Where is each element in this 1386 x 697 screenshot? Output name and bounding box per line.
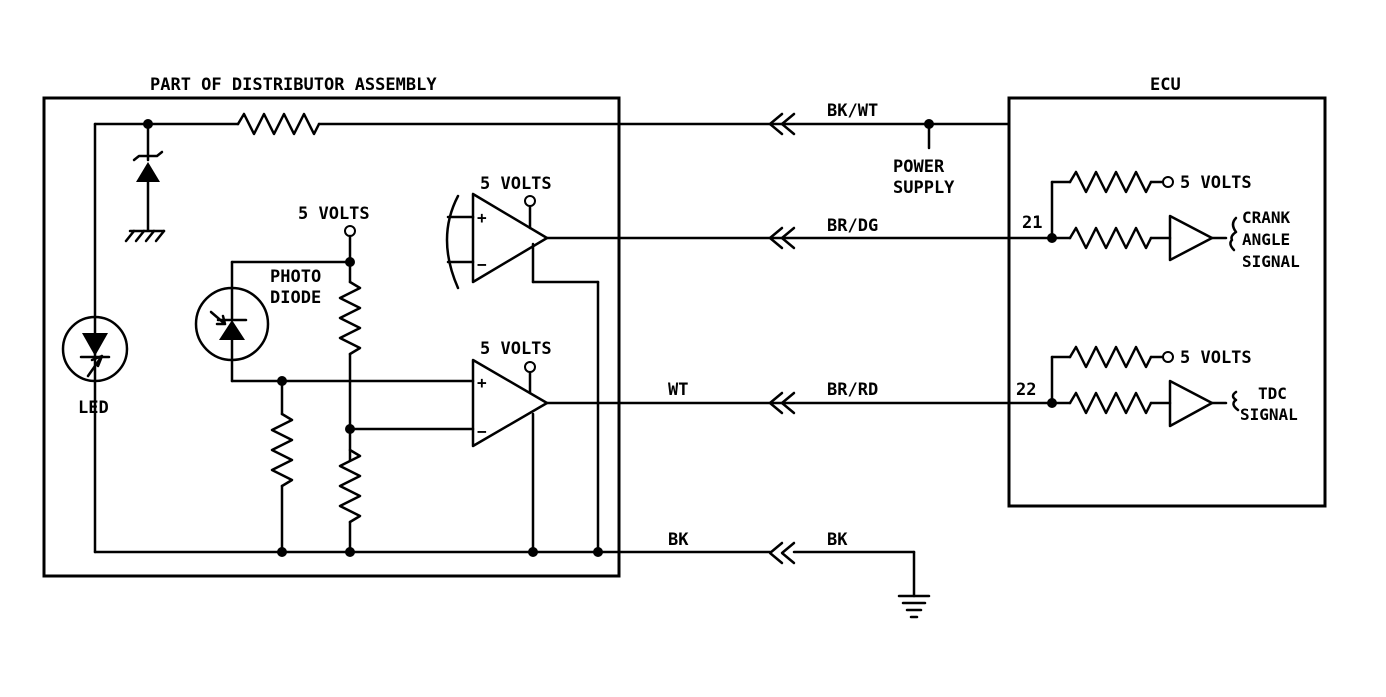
wire-label-wt: WT	[668, 380, 688, 400]
chassis-ground-icon	[124, 229, 166, 243]
opamp-top-plus: +	[477, 208, 487, 227]
distributor-title: PART OF DISTRIBUTOR ASSEMBLY	[150, 75, 437, 95]
led-label: LED	[78, 398, 109, 418]
ecu-crank-supply-label: 5 VOLTS	[1180, 173, 1252, 193]
connector-icon-bk	[768, 541, 796, 565]
ecu-title: ECU	[1150, 75, 1181, 95]
crank-label-1: CRANK	[1242, 208, 1291, 227]
ground-icon	[897, 594, 931, 619]
crank-label-2: ANGLE	[1242, 230, 1290, 249]
power-supply-label-2: SUPPLY	[893, 178, 955, 198]
tdc-label-2: SIGNAL	[1240, 405, 1298, 424]
power-supply-label-1: POWER	[893, 157, 945, 177]
wire-label-bk-right: BK	[827, 530, 848, 550]
tdc-label-1: TDC	[1258, 384, 1287, 403]
ecu-box	[1007, 96, 1327, 508]
opamp-top-icon	[445, 192, 1052, 554]
terminal-5v-crank	[1162, 176, 1174, 188]
crank-label-3: SIGNAL	[1242, 252, 1300, 271]
opamp-top-minus: −	[477, 255, 487, 274]
connector-icon-bkwt	[768, 112, 796, 136]
photo-diode-icon	[194, 260, 270, 383]
ground-bus	[93, 547, 916, 598]
wire-label-brdg: BR/DG	[827, 216, 878, 236]
opamp-bottom-icon	[471, 358, 1052, 554]
ecu-pin-21: 21	[1022, 213, 1042, 233]
zener-diode-icon	[132, 122, 164, 232]
wire-label-bkwt: BK/WT	[827, 101, 878, 121]
ecu-tdc-circuit	[1047, 345, 1240, 428]
wire-label-brrd: BR/RD	[827, 380, 878, 400]
opamp-top-supply-label: 5 VOLTS	[480, 174, 552, 194]
terminal-5v-photo	[344, 225, 356, 237]
ecu-pin-22: 22	[1016, 380, 1036, 400]
opamp-bottom-plus: +	[477, 373, 487, 392]
opamp-bottom-minus: −	[477, 422, 487, 441]
photo-diode-label-1: PHOTO	[270, 267, 321, 287]
resistor-divider-upper	[338, 280, 362, 356]
resistor-pulldown	[270, 412, 294, 488]
photo-diode-label-2: DIODE	[270, 288, 321, 308]
ecu-crank-circuit	[1047, 170, 1238, 262]
photo-supply-label: 5 VOLTS	[298, 204, 370, 224]
led-icon	[61, 315, 129, 383]
opamp-bottom-supply-label: 5 VOLTS	[480, 339, 552, 359]
resistor-divider-lower	[338, 448, 362, 524]
terminal-5v-tdc	[1162, 351, 1174, 363]
ecu-tdc-supply-label: 5 VOLTS	[1180, 348, 1252, 368]
wire-label-bk-left: BK	[668, 530, 689, 550]
distributor-assembly-box	[42, 96, 621, 578]
